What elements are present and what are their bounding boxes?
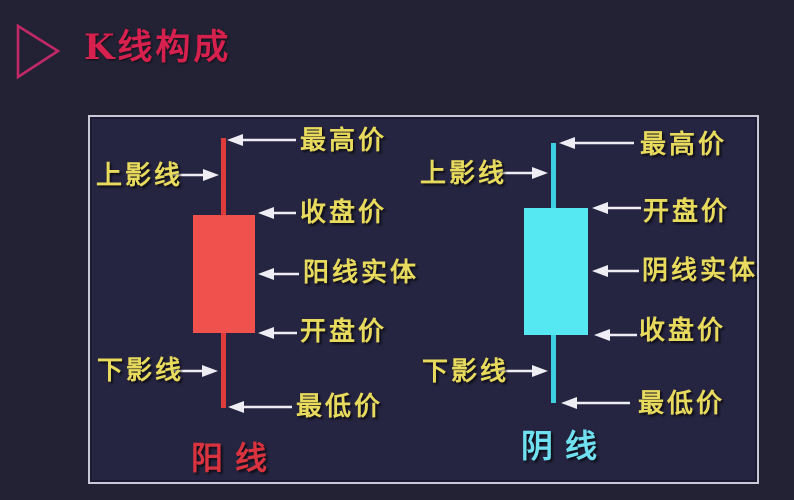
bullish-lowest-price-label: 最低价: [296, 392, 384, 422]
bullish-candle-body: [193, 215, 255, 333]
bearish-open-price-label: 开盘价: [643, 197, 731, 227]
bullet-triangle-icon: [16, 23, 61, 80]
page-title: K线构成: [84, 27, 232, 68]
bearish-lower-shadow-label: 下影线: [422, 357, 510, 387]
bearish-candle-body: [524, 208, 588, 335]
bearish-body-label: 阴线实体: [642, 256, 759, 286]
bearish-candle-name: 阴线: [521, 427, 610, 465]
bullish-upper-shadow-label: 上影线: [96, 161, 184, 191]
bearish-highest-price-label: 最高价: [640, 130, 728, 160]
bearish-close-price-label: 收盘价: [639, 316, 727, 346]
bullish-candle-name: 阳线: [191, 439, 280, 477]
bullish-open-price-label: 开盘价: [300, 317, 388, 347]
bearish-lowest-price-label: 最低价: [638, 389, 726, 419]
bullish-body-label: 阳线实体: [303, 258, 420, 288]
bullish-lower-shadow-label: 下影线: [97, 356, 185, 386]
bullish-close-price-label: 收盘价: [300, 198, 388, 228]
bearish-upper-shadow-label: 上影线: [420, 159, 508, 189]
bullish-highest-price-label: 最高价: [300, 126, 388, 156]
